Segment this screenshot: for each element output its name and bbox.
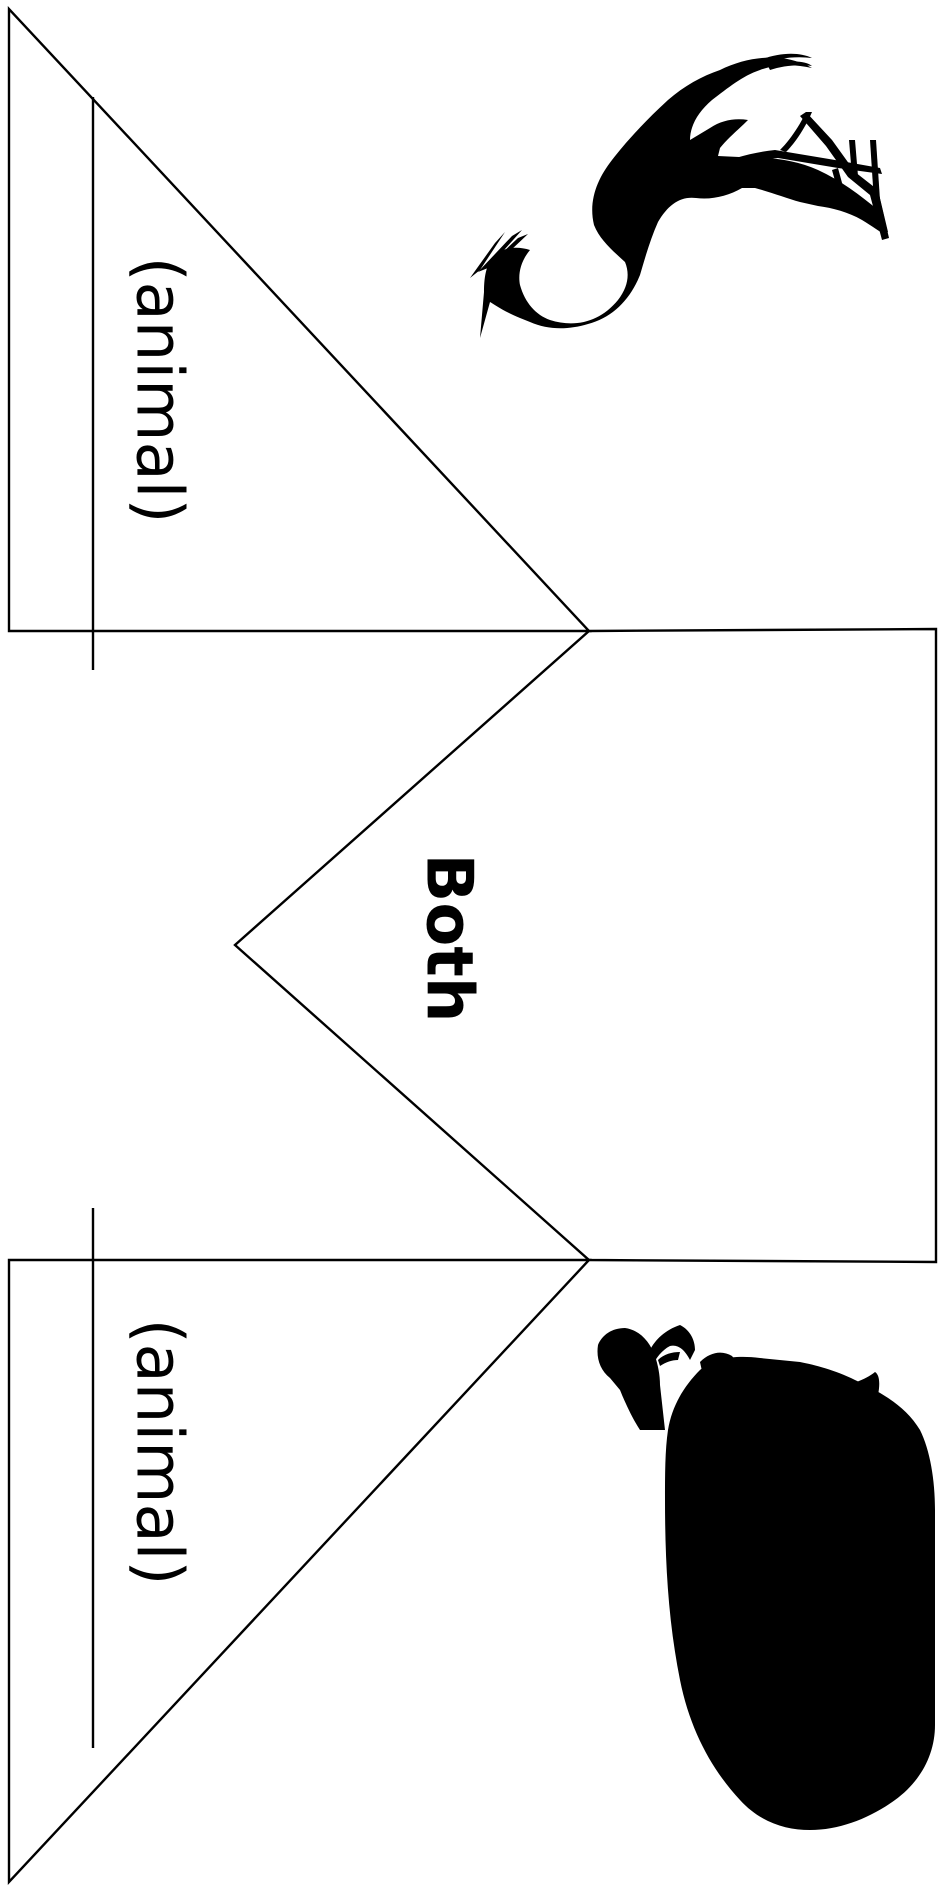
- rhinoceros-silhouette-icon: [598, 1325, 936, 1830]
- both-region: [235, 629, 936, 1262]
- top-animal-label: (animal): [121, 257, 195, 524]
- both-label: Both: [411, 854, 485, 1023]
- bottom-animal-label: (animal): [121, 1319, 195, 1586]
- top-animal-region: [9, 9, 589, 631]
- heron-silhouette-icon: [470, 54, 889, 338]
- bottom-animal-region: [9, 1260, 589, 1882]
